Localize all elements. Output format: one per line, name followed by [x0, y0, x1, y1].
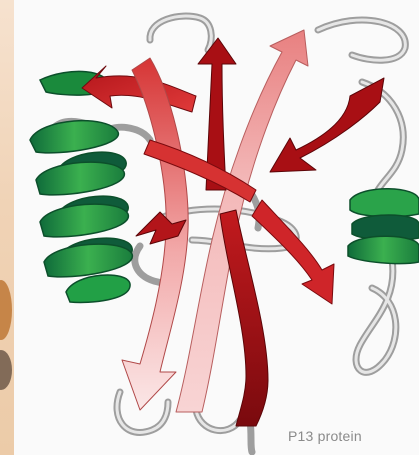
loop-right-lower [356, 260, 396, 372]
alpha-helix-right [348, 189, 419, 264]
beta-strands [82, 30, 384, 426]
beta-strand [220, 210, 268, 426]
figure-caption: P13 protein [288, 428, 362, 444]
beta-strand [270, 78, 384, 172]
alpha-helix-left [30, 71, 132, 302]
beta-strand [176, 30, 308, 412]
loop-top [150, 16, 211, 50]
